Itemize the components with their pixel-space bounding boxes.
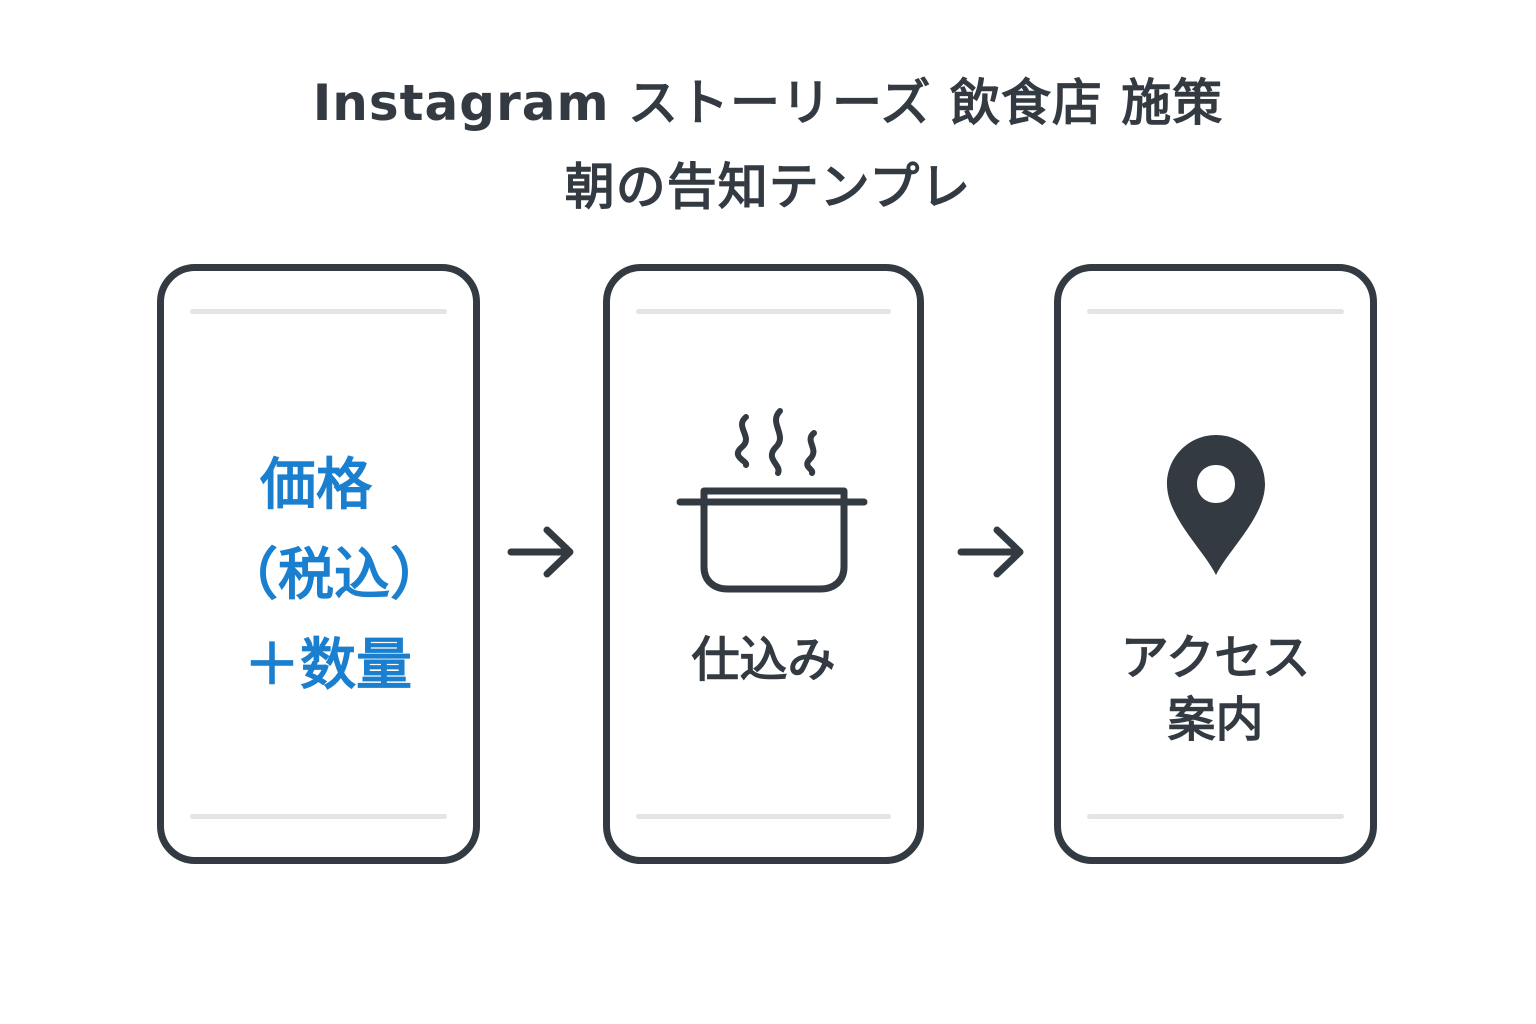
arrow-right-icon <box>957 526 1024 578</box>
card-top-bar <box>1087 309 1344 314</box>
card-bottom-bar <box>1087 814 1344 819</box>
card-text-line: ＋数量 <box>244 633 412 698</box>
card-text-line: （税込） <box>222 543 446 608</box>
story-card-access: アクセス 案内 <box>1054 264 1377 864</box>
story-card-price: 価格 （税込） ＋数量 <box>157 264 480 864</box>
map-pin-icon <box>1167 435 1265 575</box>
page-subtitle: 朝の告知テンプレ <box>564 158 972 216</box>
card-text-line: 案内 <box>1167 692 1264 749</box>
card-label: 仕込み <box>610 629 917 691</box>
card-text-line: アクセス <box>1120 630 1311 686</box>
card-label: アクセス 案内 <box>1061 627 1370 752</box>
page-title: Instagram ストーリーズ 飲食店 施策 <box>312 74 1224 132</box>
arrow-right-icon <box>507 526 574 578</box>
card-bottom-bar <box>190 814 447 819</box>
card-text-line: 仕込み <box>691 632 836 688</box>
price-quantity-text: 価格 （税込） ＋数量 <box>164 441 473 711</box>
card-top-bar <box>190 309 447 314</box>
cooking-pot-icon <box>676 408 868 593</box>
card-bottom-bar <box>636 814 891 819</box>
story-card-prep: 仕込み <box>603 264 924 864</box>
card-text-line: 価格 <box>260 453 372 518</box>
card-top-bar <box>636 309 891 314</box>
